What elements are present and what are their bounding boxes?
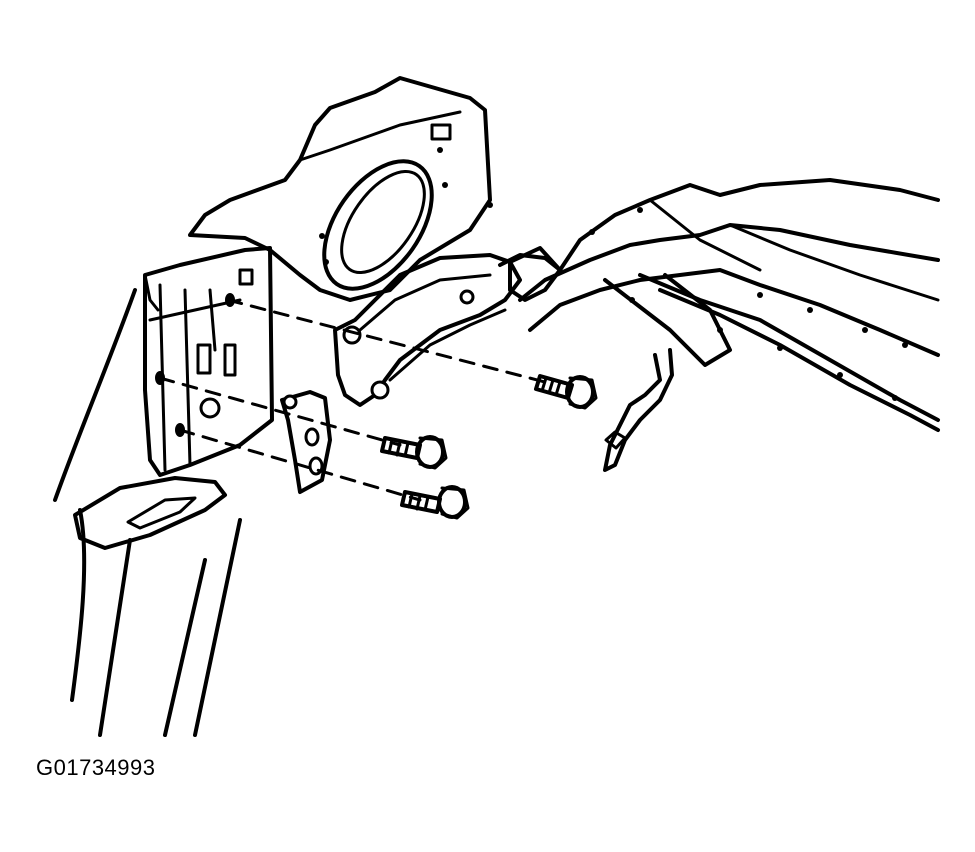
latch-link (603, 348, 674, 472)
bolt-middle (380, 435, 448, 470)
bolt-upper (534, 374, 598, 410)
hinge-bracket (280, 390, 332, 494)
left-pillar-panel (143, 246, 274, 477)
upper-body-panel (188, 76, 493, 302)
lid-frame (498, 178, 940, 432)
alignment-lines (158, 298, 547, 502)
pillar-holes (155, 293, 235, 437)
outer-body-lines (53, 288, 242, 737)
bolt-lower (400, 485, 470, 520)
hinge-arm (333, 253, 522, 407)
figure-id-label: G01734993 (36, 755, 156, 780)
